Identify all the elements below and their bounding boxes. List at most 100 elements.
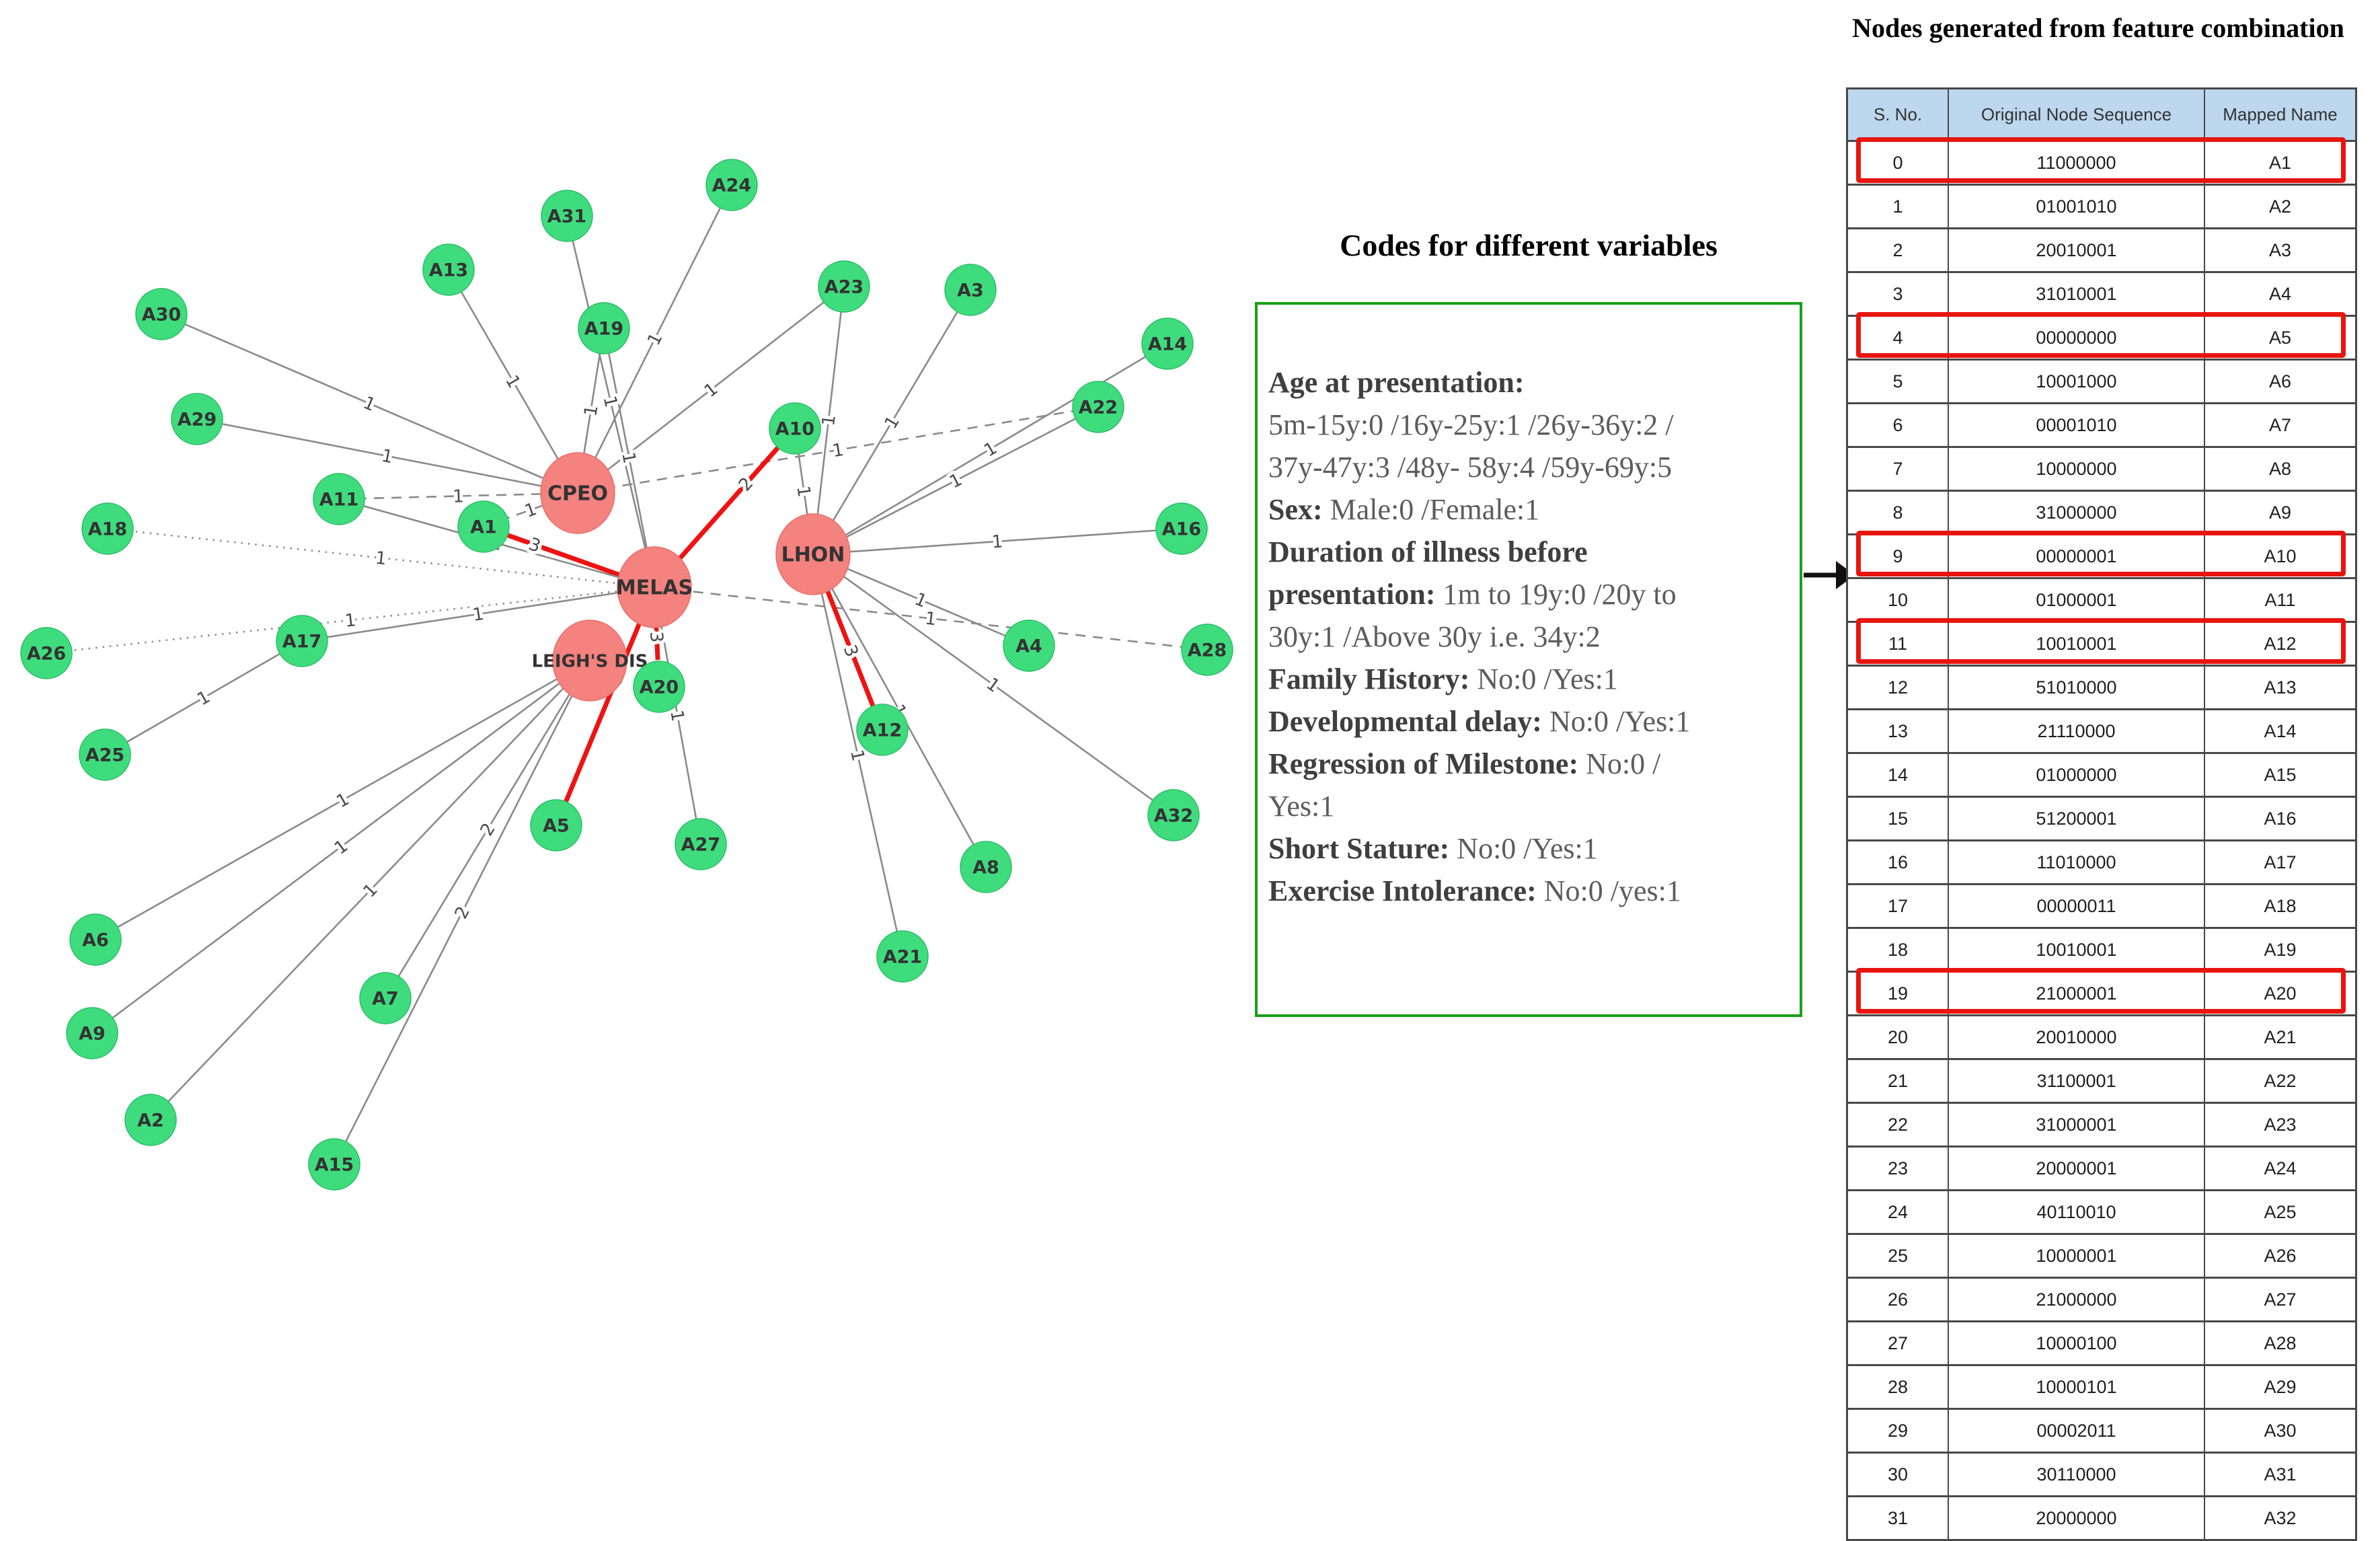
- cell-mapped-name: A13: [2264, 677, 2297, 698]
- graph-node-A27: A27: [675, 818, 727, 870]
- leaf-node-circle: [20, 627, 73, 679]
- edge-weight-label: 1: [946, 469, 965, 492]
- edge-weight-label: 1: [453, 486, 464, 506]
- cell-sno: 3: [1848, 273, 1949, 315]
- cell-mapped-name: A15: [2264, 764, 2297, 785]
- leaf-node-circle: [578, 302, 630, 354]
- cell-sequence: 00000001: [1949, 535, 2205, 577]
- cell-sno: 25: [1848, 1235, 1949, 1277]
- edge-weight-label: 1: [471, 604, 486, 626]
- codes-text: 37y-47y:3 /48y- 58y:4 /59y-69y:5: [1268, 451, 1673, 484]
- table-title: Nodes generated from feature combination: [1852, 13, 2344, 43]
- edge-weight-label: 2: [477, 820, 500, 840]
- graph-node-A31: A31: [541, 190, 593, 242]
- cell-sno: 6: [1848, 404, 1949, 446]
- codes-line: Sex: Male:0 /Female:1: [1268, 488, 1789, 531]
- node-label-A25: A25: [85, 745, 124, 766]
- cell-mapped-name: A8: [2268, 458, 2292, 479]
- graph-edge-A29-CPEO: [196, 418, 578, 494]
- edge-weight-label: 1: [360, 393, 379, 416]
- cell-sequence: 20010000: [1949, 1016, 2205, 1058]
- cell-sno: 8: [1848, 492, 1949, 533]
- edge-weight-label: 1: [522, 499, 539, 522]
- graph-node-LHON: LHON: [775, 513, 851, 595]
- node-label-LHON: LHON: [781, 543, 845, 567]
- leaf-node-circle: [313, 473, 365, 525]
- codes-line: Short Stature: No:0 /Yes:1: [1268, 827, 1789, 870]
- graph-node-A8: A8: [960, 841, 1012, 893]
- cell-sno: 13: [1848, 710, 1949, 752]
- node-label-A32: A32: [1154, 806, 1193, 827]
- cell-sequence: 01000001: [1949, 579, 2205, 621]
- leaf-node-circle: [171, 393, 223, 445]
- cell-sequence: 10000001: [1949, 1235, 2205, 1277]
- cell-sno: 31: [1848, 1497, 1949, 1539]
- leaf-node-circle: [541, 190, 593, 242]
- node-label-A7: A7: [372, 989, 399, 1010]
- node-label-A26: A26: [27, 644, 66, 665]
- leaf-node-circle: [69, 913, 122, 966]
- codes-text: Sex:: [1268, 493, 1330, 526]
- leaf-node-circle: [960, 841, 1012, 893]
- graph-edge-A7-LEIGH: [384, 660, 591, 999]
- cell-mapped-name: A2: [2268, 196, 2292, 217]
- edge-weight-label: 1: [333, 789, 352, 812]
- hub-node-circle: [552, 619, 627, 702]
- cell-mapped-name: A5: [2268, 327, 2292, 348]
- graph-edge-A14-LHON: [812, 342, 1168, 556]
- cell-mapped-name: A6: [2268, 371, 2292, 391]
- edge-weight-label: 1: [818, 414, 840, 427]
- graph-node-A19: A19: [578, 302, 630, 354]
- cell-sno: 2: [1848, 229, 1949, 271]
- graph-node-A30: A30: [135, 288, 188, 340]
- graph-node-A26: A26: [20, 627, 73, 679]
- cell-sno: 20: [1848, 1016, 1949, 1058]
- leaf-node-circle: [359, 972, 412, 1024]
- edge-weight-label: 1: [981, 438, 1001, 461]
- cell-mapped-name: A12: [2264, 633, 2297, 654]
- cell-sequence: 20010001: [1949, 229, 2205, 271]
- codes-line: Family History: No:0 /Yes:1: [1268, 658, 1789, 700]
- cell-sequence: 10000000: [1949, 448, 2205, 490]
- leaf-node-circle: [457, 500, 510, 553]
- cell-sno: 14: [1848, 754, 1949, 796]
- cell-sequence: 21000000: [1949, 1279, 2205, 1320]
- node-label-A8: A8: [972, 858, 999, 878]
- cell-sequence: 10000100: [1949, 1322, 2205, 1364]
- edge-weight-label: 1: [881, 412, 904, 433]
- edge-weight-label: 1: [846, 748, 868, 763]
- codes-line: Regression of Milestone: No:0 /: [1268, 743, 1789, 785]
- cell-mapped-name: A21: [2264, 1026, 2297, 1047]
- leaf-node-circle: [1003, 619, 1055, 672]
- cell-sno: 19: [1848, 973, 1949, 1014]
- cell-mapped-name: A26: [2264, 1245, 2297, 1266]
- graph-node-A22: A22: [1072, 381, 1124, 433]
- graph-edge-A19-MELAS: [603, 328, 656, 588]
- codes-text: Family History:: [1268, 663, 1477, 696]
- graph-node-A16: A16: [1155, 502, 1208, 555]
- node-label-MELAS: MELAS: [616, 576, 693, 600]
- edge-weight-label: 1: [983, 674, 1003, 697]
- graph-edge-A21-LHON: [812, 554, 904, 957]
- codes-line: Developmental delay: No:0 /Yes:1: [1268, 700, 1789, 743]
- leaf-node-circle: [79, 728, 131, 781]
- graph-edge-A28-MELAS: [654, 586, 1208, 651]
- codes-line: Age at presentation:: [1268, 361, 1789, 404]
- cell-sequence: 11000000: [1949, 142, 2205, 184]
- cell-sno: 11: [1848, 623, 1949, 665]
- codes-text: No:0 /yes:1: [1543, 874, 1681, 907]
- graph-node-MELAS: MELAS: [616, 546, 693, 628]
- graph-edge-A23-LHON: [812, 286, 845, 555]
- graph-node-A4: A4: [1003, 619, 1055, 672]
- graph-node-A13: A13: [422, 243, 475, 296]
- leaf-node-circle: [308, 1138, 360, 1191]
- edge-weight-label: 1: [344, 610, 357, 632]
